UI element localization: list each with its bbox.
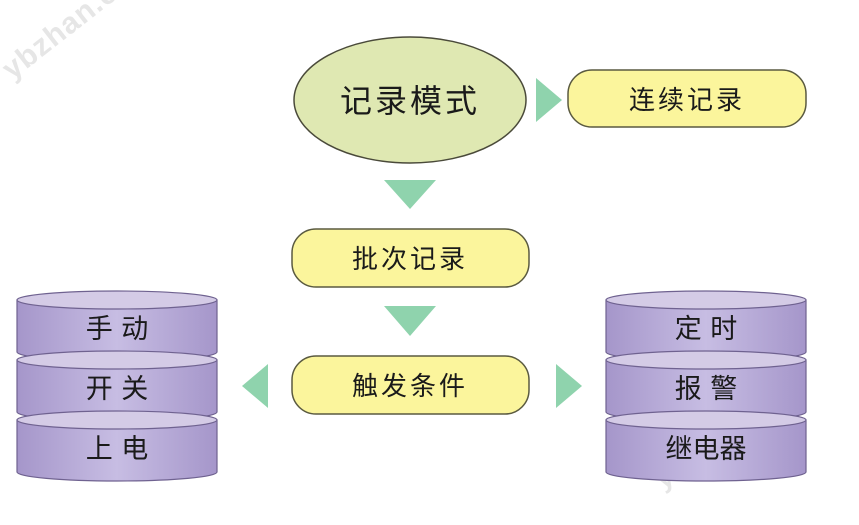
- mode-label: 记录模式: [340, 82, 480, 120]
- manual-disk-3: 上 电: [16, 410, 218, 482]
- trigger-condition-box: [291, 355, 530, 415]
- batch-record-box: [291, 228, 530, 288]
- manual-disk-label: 开 关: [86, 374, 149, 405]
- manual-disk-label: 手 动: [86, 314, 149, 345]
- arrow-right-to-continuous: [536, 78, 562, 122]
- continuous-record-box: [567, 69, 807, 128]
- batch-record-label: 批次记录: [352, 245, 468, 275]
- auto-disk-body: [605, 419, 807, 482]
- auto-disk-top: [605, 410, 807, 430]
- trigger-condition-label: 触发条件: [352, 372, 468, 402]
- arrow-down-to-trigger: [384, 306, 436, 336]
- manual-disk-top: [16, 410, 218, 430]
- auto-disk-label: 报 警: [675, 374, 738, 405]
- auto-disk-1: 定 时: [605, 290, 807, 362]
- manual-trigger-stack: 手 动开 关上 电: [16, 290, 218, 482]
- manual-disk-top: [16, 290, 218, 310]
- mode-ellipse: [293, 36, 527, 164]
- manual-disk-top: [16, 350, 218, 370]
- continuous-record-label: 连续记录: [629, 86, 745, 116]
- auto-disk-2: 报 警: [605, 350, 807, 422]
- auto-disk-label: 定 时: [675, 314, 738, 345]
- manual-disk-label: 上 电: [86, 434, 149, 465]
- arrow-down-to-batch: [384, 180, 436, 209]
- arrow-left-to-manual-stack: [242, 364, 268, 408]
- arrow-right-to-auto-stack: [556, 364, 582, 408]
- auto-disk-3: 继电器: [605, 410, 807, 482]
- auto-disk-label: 继电器: [666, 434, 747, 465]
- auto-disk-top: [605, 350, 807, 370]
- auto-disk-top: [605, 290, 807, 310]
- manual-disk-body: [16, 419, 218, 482]
